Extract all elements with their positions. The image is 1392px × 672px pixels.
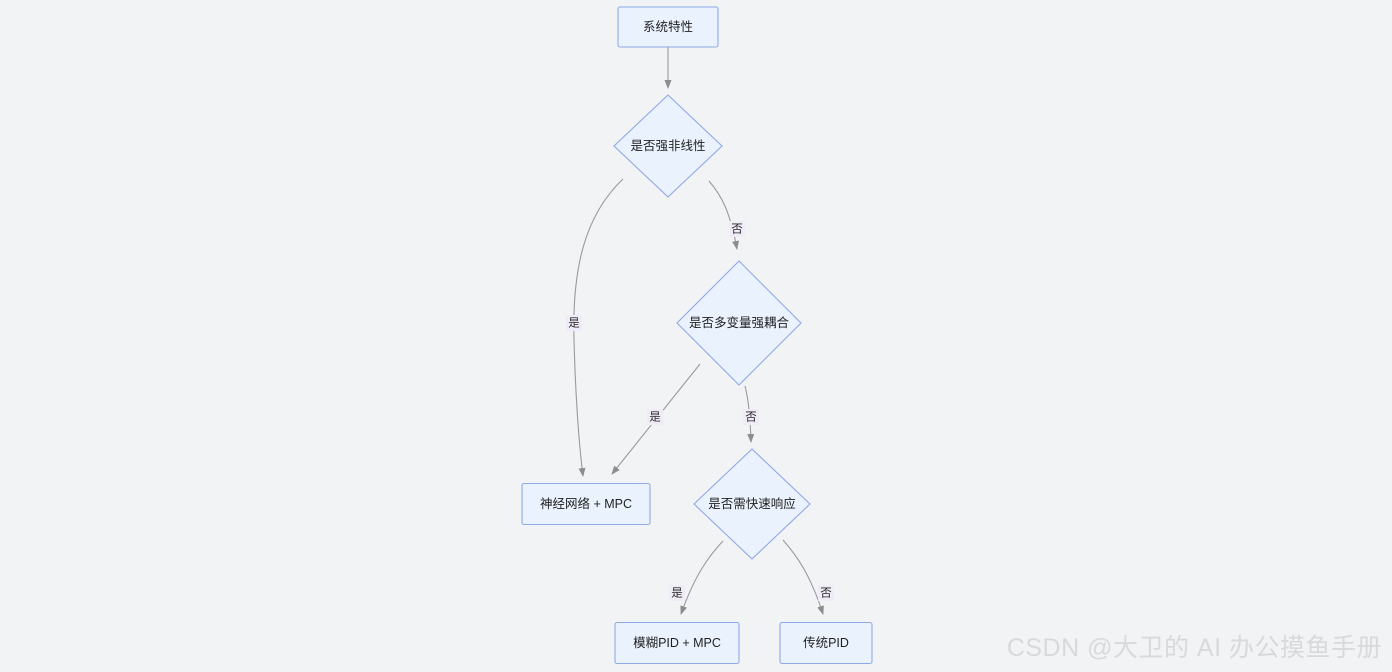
edge-label-background — [566, 315, 582, 331]
edge-label-background — [669, 585, 685, 601]
edge-label-text: 否 — [820, 588, 832, 600]
node-diamond-shape — [613, 94, 723, 198]
node-diamond-shape — [693, 448, 811, 560]
edge-label-text: 否 — [731, 224, 743, 236]
edge-label-text: 是 — [671, 587, 683, 600]
edge-label-dec2-to-dec3: 否 — [743, 409, 759, 425]
node-label-dec3: 是否需快速响应 — [708, 496, 796, 511]
node-label-dec1: 是否强非线性 — [630, 139, 705, 153]
edge-label-dec2-to-nnmpc: 是 — [647, 409, 663, 425]
edge-label-background — [818, 585, 834, 601]
edge-label-text: 是 — [568, 317, 580, 330]
node-pid[interactable]: 传统PID — [779, 621, 873, 665]
edge-label-dec3-to-pid: 否 — [818, 585, 834, 601]
edge-labels-layer: 是否是否是否 — [566, 221, 834, 601]
edge-dec3-to-fuzzy — [680, 540, 724, 615]
edge-label-dec1-to-nnmpc: 是 — [566, 315, 582, 331]
node-nnmpc[interactable]: 神经网络 + MPC — [521, 482, 651, 526]
edge-dec1-to-nnmpc — [573, 178, 624, 477]
edge-label-text: 是 — [649, 411, 661, 424]
edge-label-dec1-to-dec2: 否 — [729, 221, 745, 237]
node-dec1[interactable]: 是否强非线性 — [613, 94, 723, 198]
node-rect-shape — [617, 6, 719, 48]
edge-label-dec3-to-fuzzy: 是 — [669, 585, 685, 601]
node-fuzzy[interactable]: 模糊PID + MPC — [614, 621, 740, 665]
edges-layer — [573, 47, 824, 615]
node-rect-shape — [614, 621, 740, 665]
node-label-nnmpc: 神经网络 + MPC — [540, 496, 632, 511]
edge-label-background — [729, 221, 745, 237]
node-rect-shape — [779, 621, 873, 665]
node-rect-shape — [521, 482, 651, 526]
edge-dec3-to-pid — [782, 539, 824, 615]
edge-label-background — [647, 409, 663, 425]
node-dec3[interactable]: 是否需快速响应 — [693, 448, 811, 560]
edge-label-text: 否 — [745, 412, 757, 424]
node-label-pid: 传统PID — [803, 635, 849, 650]
node-dec2[interactable]: 是否多变量强耦合 — [676, 260, 802, 386]
edge-dec2-to-dec3 — [744, 385, 755, 443]
edge-label-background — [743, 409, 759, 425]
node-label-dec2: 是否多变量强耦合 — [689, 315, 790, 330]
node-label-fuzzy: 模糊PID + MPC — [633, 635, 721, 650]
edge-dec1-to-dec2 — [708, 180, 739, 250]
node-label-start: 系统特性 — [643, 19, 693, 34]
node-start[interactable]: 系统特性 — [617, 6, 719, 48]
watermark-text: CSDN @大卫的 AI 办公摸鱼手册 — [1006, 634, 1382, 662]
node-diamond-shape — [676, 260, 802, 386]
